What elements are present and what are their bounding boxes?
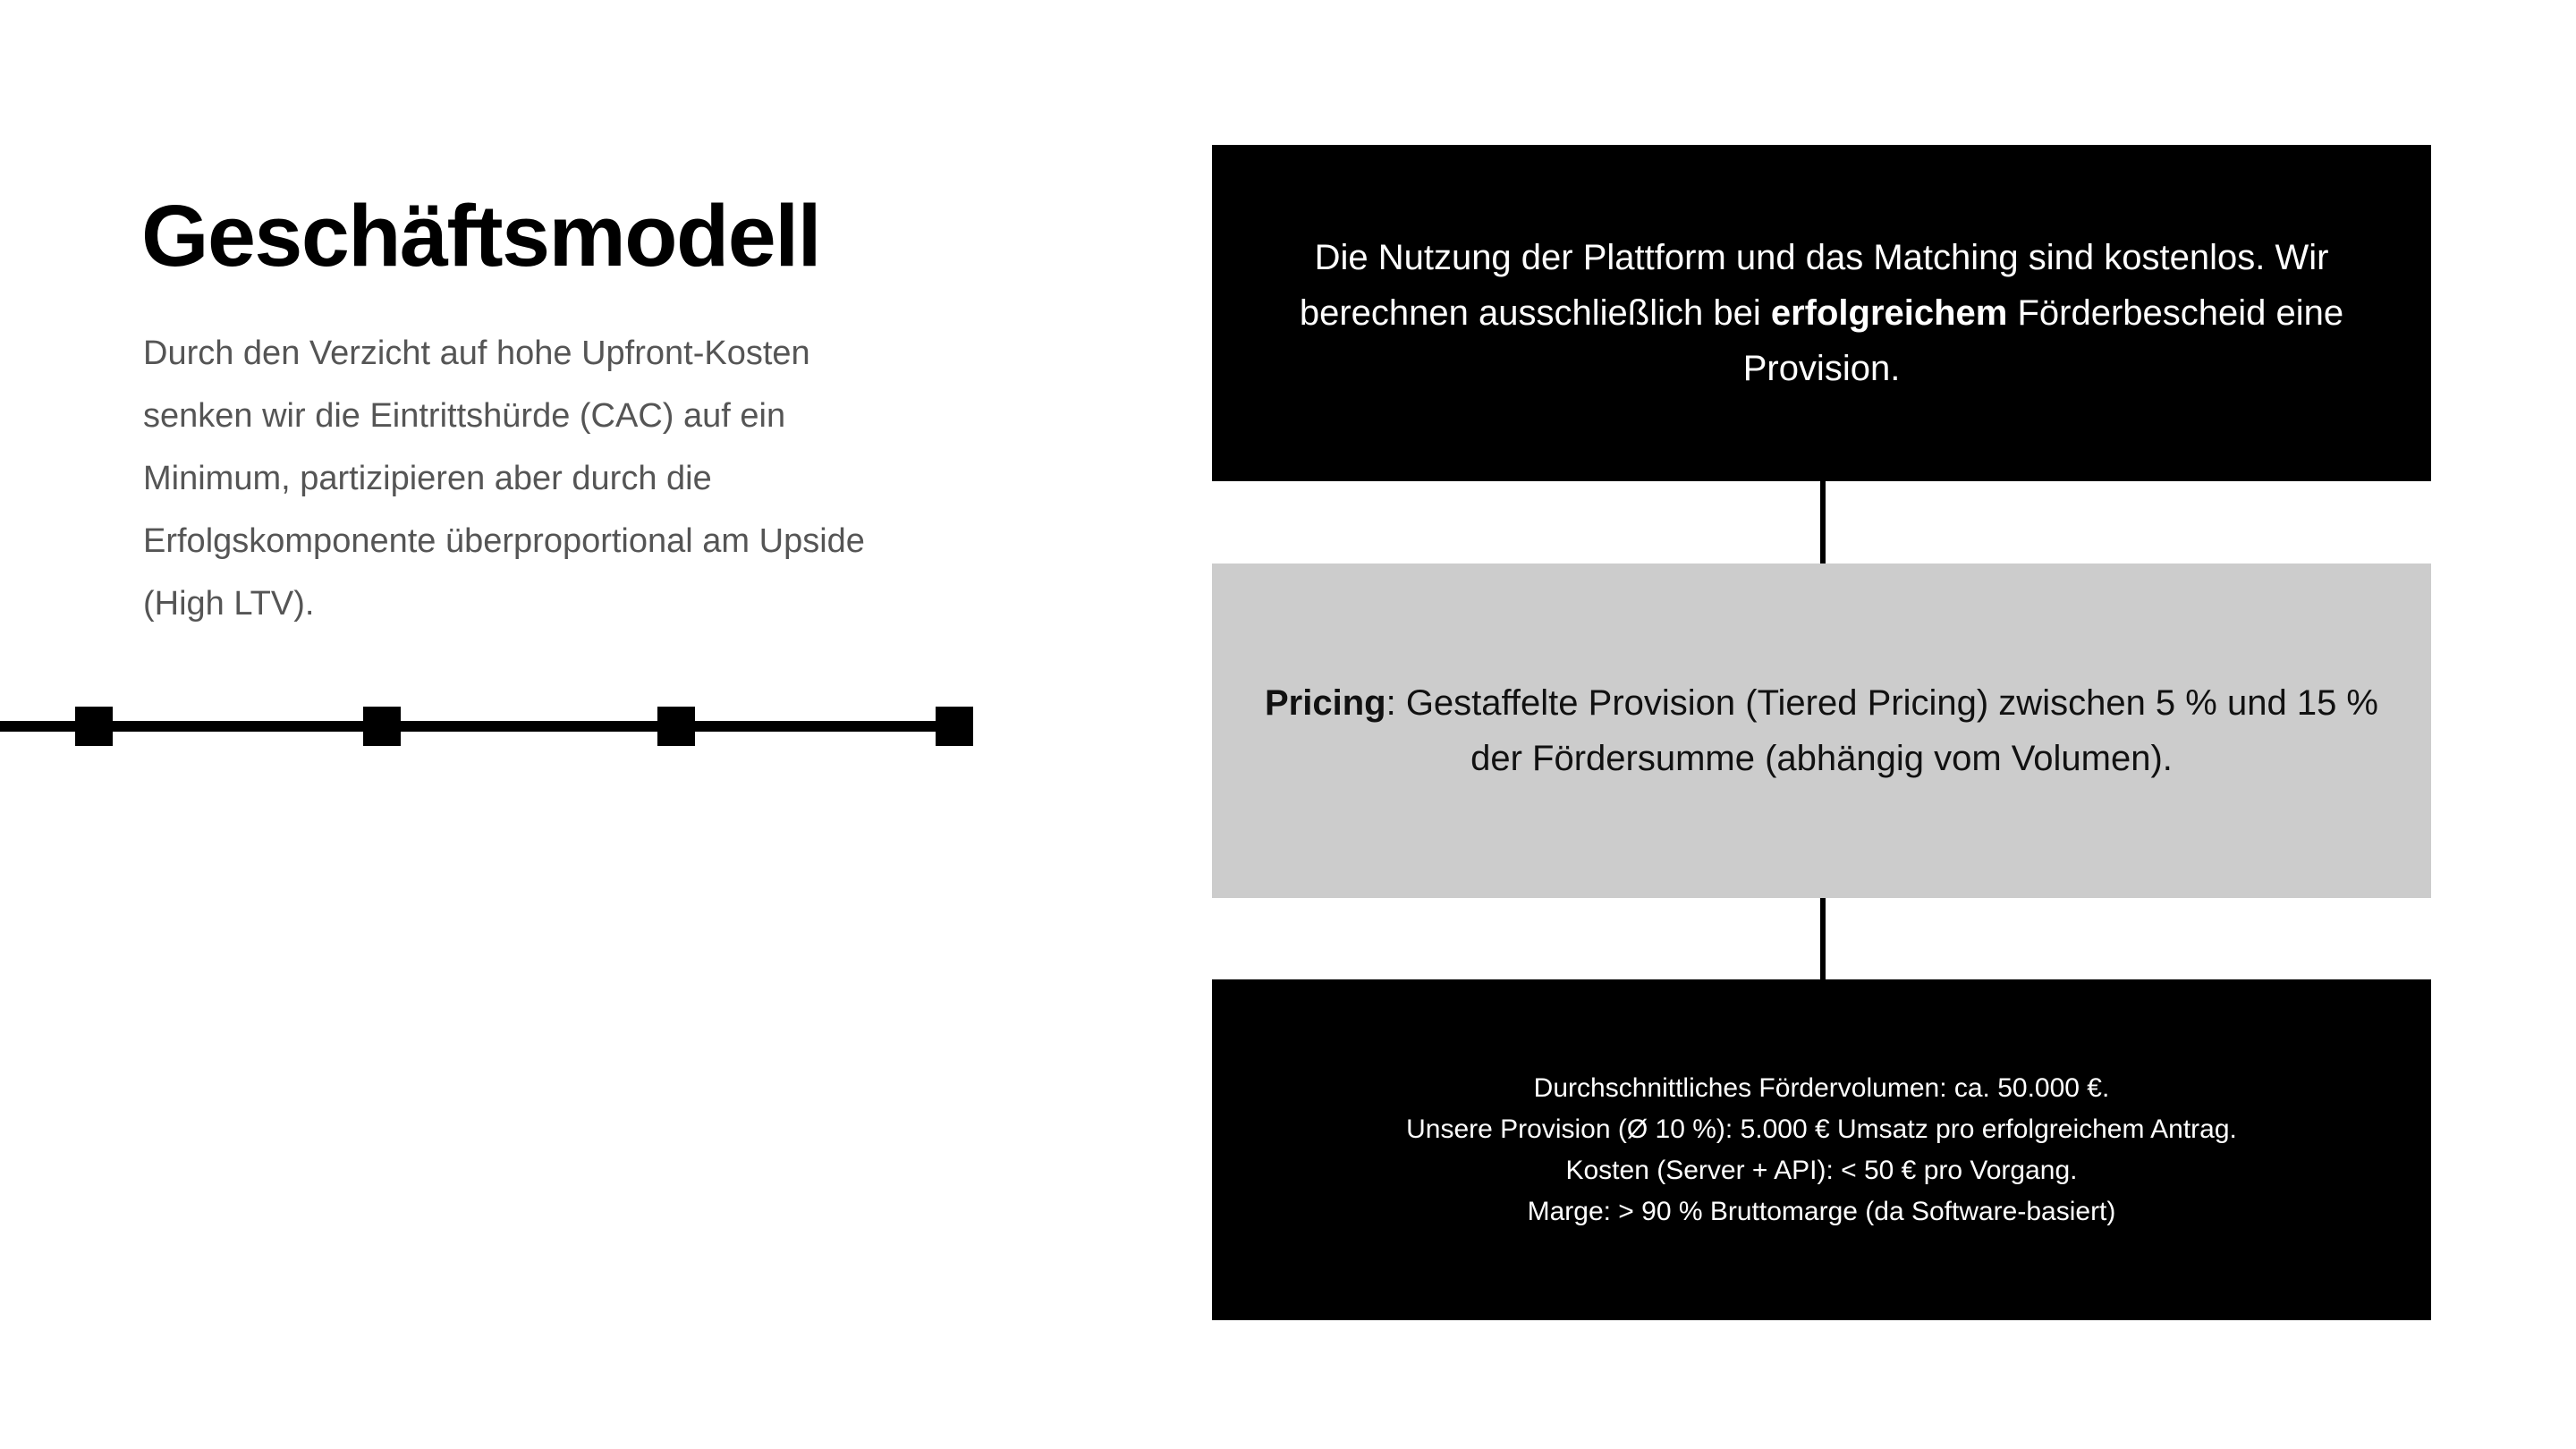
revenue-model-tail-text: Förderbescheid eine Provision. (1742, 293, 2344, 388)
flow-box-unit-economics-text: Durchschnittliches Fördervolumen: ca. 50… (1212, 1068, 2431, 1233)
flow-box-pricing-text: Pricing: Gestaffelte Provision (Tiered P… (1212, 675, 2431, 786)
business-model-flow: Die Nutzung der Plattform und das Matchi… (1212, 145, 2431, 1320)
unit-economics-line: Kosten (Server + API): < 50 € pro Vorgan… (1565, 1155, 2078, 1185)
pricing-tail-text: : Gestaffelte Provision (Tiered Pricing)… (1385, 683, 2378, 778)
rule-node-square (75, 707, 113, 746)
unit-economics-line: Marge: > 90 % Bruttomarge (da Software-b… (1527, 1196, 2116, 1226)
connector-line-2 (1820, 898, 1826, 979)
decorative-rule (0, 691, 993, 762)
unit-economics-line: Unsere Provision (Ø 10 %): 5.000 € Umsat… (1406, 1114, 2237, 1144)
rule-line (0, 721, 973, 732)
flow-box-pricing: Pricing: Gestaffelte Provision (Tiered P… (1212, 564, 2431, 898)
left-column: Geschäftsmodell Durch den Verzicht auf h… (0, 0, 1073, 1449)
unit-economics-line: Durchschnittliches Fördervolumen: ca. 50… (1533, 1072, 2110, 1103)
flow-box-revenue-model-text: Die Nutzung der Plattform und das Matchi… (1212, 230, 2431, 396)
intro-paragraph: Durch den Verzicht auf hohe Upfront-Kost… (143, 335, 865, 623)
rule-node-square (936, 707, 973, 746)
revenue-model-lead-text: Die Nutzung der Plattform und das Matchi… (1299, 238, 2329, 333)
flow-box-unit-economics: Durchschnittliches Fördervolumen: ca. 50… (1212, 979, 2431, 1320)
revenue-model-emphasis: erfolgreichem (1770, 293, 2008, 333)
rule-node-square (363, 707, 401, 746)
connector-line-1 (1820, 481, 1826, 564)
page-title: Geschäftsmodell (141, 186, 822, 284)
flow-box-revenue-model: Die Nutzung der Plattform und das Matchi… (1212, 145, 2431, 481)
rule-node-square (657, 707, 695, 746)
pricing-emphasis: Pricing (1265, 683, 1386, 723)
